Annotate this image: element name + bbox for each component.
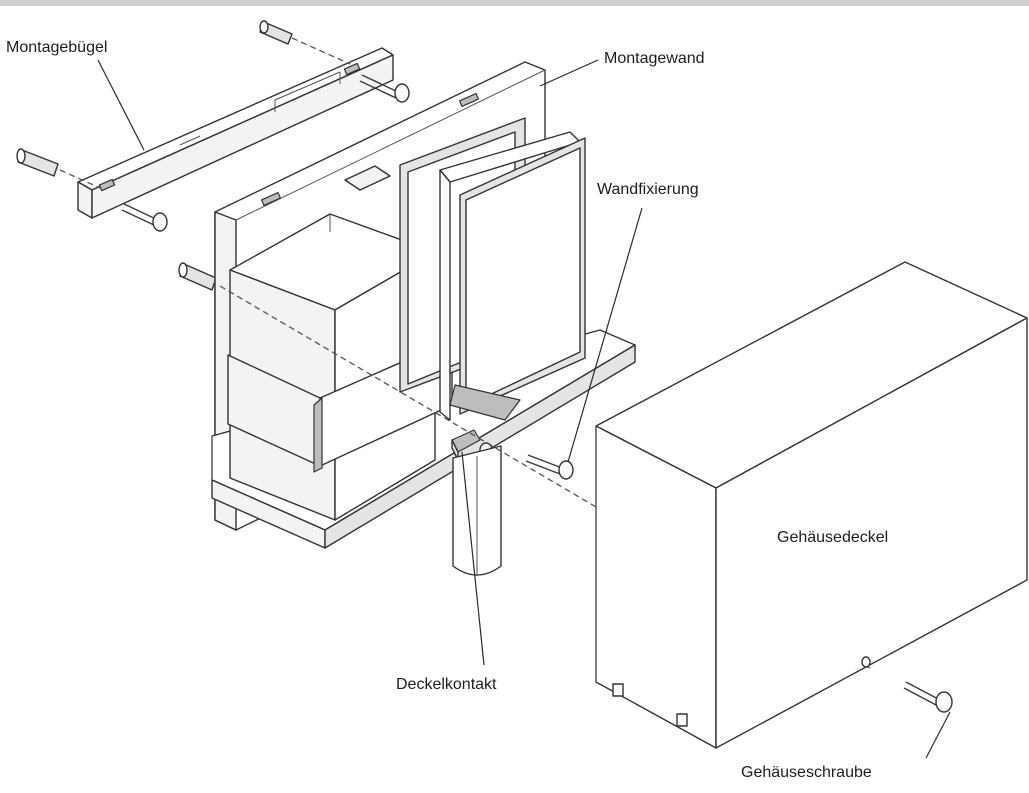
upper-dowel-right	[259, 20, 351, 65]
upper-dowel-left	[16, 148, 101, 189]
label-gehaeusedeckel: Gehäusedeckel	[777, 529, 889, 546]
label-wandfixierung: Wandfixierung	[597, 181, 699, 198]
top-border-strip	[0, 0, 1029, 6]
electronics-housing	[399, 117, 586, 421]
leader-wandfixierung	[567, 207, 643, 463]
mounting-bracket	[77, 47, 394, 219]
label-montagebuegel: Montagebügel	[6, 39, 108, 56]
cover-screw-hole	[861, 656, 871, 668]
label-montagewand: Montagewand	[604, 50, 705, 67]
wall-fixing-screw	[525, 454, 574, 480]
leader-deckelkontakt	[461, 451, 485, 666]
label-gehaeuseschraube: Gehäuseschraube	[741, 764, 872, 781]
leader-montagewand	[539, 59, 599, 87]
cover-slot-right	[676, 713, 688, 727]
leader-gehaeuseschraube	[925, 711, 951, 759]
upper-screw-right	[359, 74, 410, 103]
leader-montagebuegel	[97, 59, 145, 151]
label-deckelkontakt: Deckelkontakt	[396, 676, 497, 693]
upper-screw-left	[121, 203, 168, 232]
middle-dowel	[178, 262, 217, 291]
cable-tube	[452, 445, 502, 576]
cover-slot-left	[612, 683, 624, 697]
housing-screw	[903, 681, 953, 713]
housing-cover	[595, 261, 1028, 749]
assembly-axis-line	[219, 285, 871, 669]
